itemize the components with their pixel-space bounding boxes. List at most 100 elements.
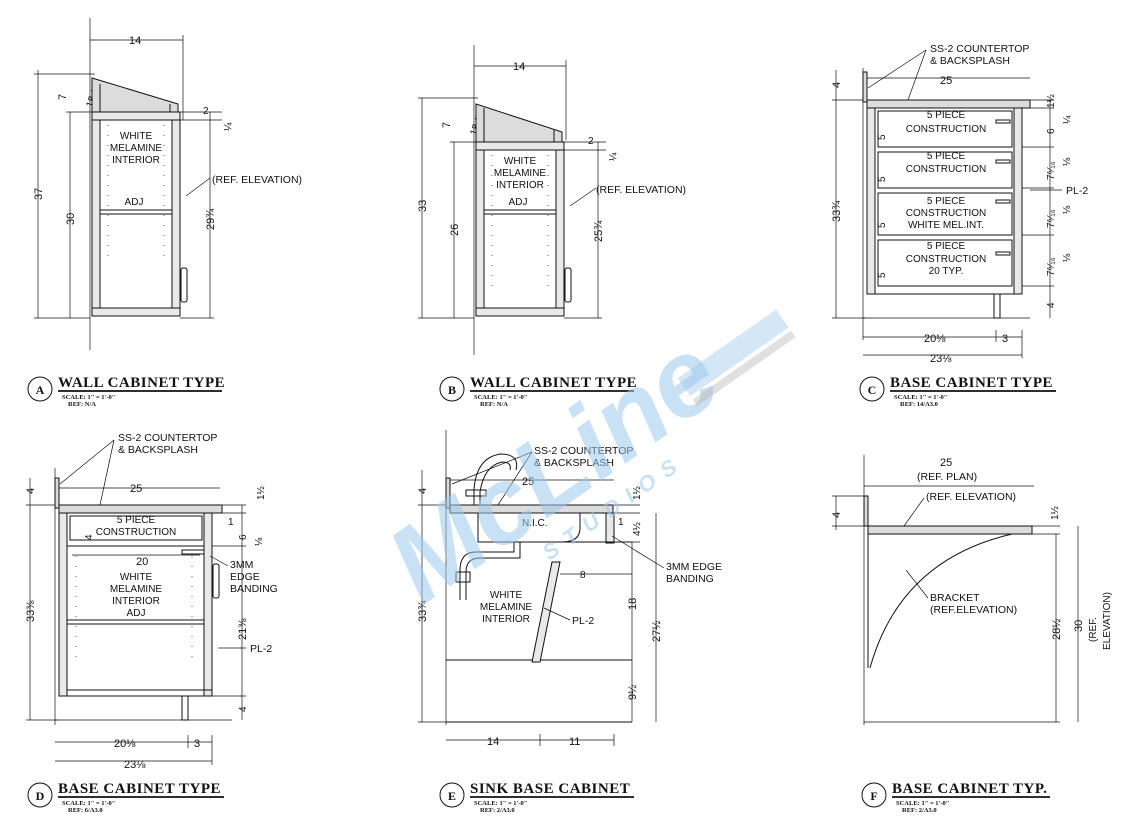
backsplash <box>54 477 60 509</box>
angled-panel <box>531 561 561 663</box>
dim-toe: 4 <box>1046 302 1057 308</box>
door-handle <box>212 563 220 599</box>
bracket-note-1: BRACKET <box>930 592 980 604</box>
title-f: F BASE CABINET TYP. SCALE: 1" = 1'-0" RE… <box>861 781 1050 814</box>
sloped-top <box>475 103 563 143</box>
detail-f: 25 (REF. PLAN) 4 (REF. ELEVATION) BRACKE… <box>831 455 1113 725</box>
right-panel <box>171 119 181 317</box>
title-text: BASE CABINET TYPE <box>58 781 221 797</box>
interior-line-1: WHITE <box>490 590 523 601</box>
dim-total-height: 33¾ <box>417 600 429 622</box>
dim-d6: 9½ <box>627 685 639 700</box>
dim-top: 25 <box>940 457 952 469</box>
dim-five-4: 5 <box>877 272 888 278</box>
drawer-1-line-1: 5 PIECE <box>927 110 966 121</box>
title-e: E SINK BASE CABINET SCALE: 1" = 1'-0" RE… <box>439 781 634 814</box>
interior-line-4: ADJ <box>127 608 146 619</box>
title-c: C BASE CABINET TYPE SCALE: 1" = 1'-0" RE… <box>859 375 1056 408</box>
dim-five-3: 5 <box>877 222 888 228</box>
title-b: B WALL CABINET TYPE SCALE: 1" = 1'-0" RE… <box>439 375 637 408</box>
interior-line-3: INTERIOR <box>482 614 530 625</box>
interior-line-1: WHITE <box>120 572 153 583</box>
dim-bottom-1: 20⅛ <box>924 333 946 345</box>
ref-text: REF: 6/A3.0 <box>68 807 103 814</box>
title-text: BASE CABINET TYPE <box>890 375 1053 391</box>
dim-five-1: 5 <box>877 134 888 140</box>
scale-text: SCALE: 1" = 1'-0" <box>62 394 115 401</box>
drawer-3-line-3: WHITE MEL.INT. <box>908 220 984 231</box>
dim-right-height: 25¾ <box>593 220 605 242</box>
nic-note: N.I.C. <box>522 518 548 529</box>
dim-total-height: 33¾ <box>831 200 843 222</box>
dim-inner: 20 <box>136 556 148 568</box>
dim-bottom-2: 3 <box>1002 333 1008 345</box>
right-panel <box>555 149 565 317</box>
ref-elevation-note: (REF. ELEVATION) <box>596 184 686 196</box>
dim-bottom-1: 20⅛ <box>114 738 136 750</box>
elev-v-2: ELEVATION) <box>1102 592 1113 650</box>
dim-splash: 4 <box>417 488 429 494</box>
dim-lower-height: 30 <box>65 213 77 225</box>
ctop-note-1: SS-2 COUNTERTOP <box>118 432 217 444</box>
drain-pipe <box>459 542 515 600</box>
ref-text: REF: N/A <box>480 401 508 408</box>
scale-text: SCALE: 1" = 1'-0" <box>894 394 947 401</box>
ref-elevation-note: (REF. ELEVATION) <box>212 174 302 186</box>
dim-lower-height: 26 <box>449 224 461 236</box>
detail-a: 14 37 30 7 18.6° WHITE MELAMINE INTERIOR… <box>33 18 302 350</box>
drawer-4-line-3: 20 TYP. <box>929 266 964 277</box>
dim-five-2: 5 <box>877 176 888 182</box>
toe-leg <box>993 293 1001 319</box>
interior-line-3: INTERIOR <box>112 155 160 166</box>
left-panel <box>91 119 101 317</box>
interior-line-3: INTERIOR <box>112 596 160 607</box>
dim-small-4: 4 <box>84 534 95 540</box>
top-drawer <box>69 515 203 541</box>
pl-note: PL-2 <box>572 615 594 627</box>
left-panel <box>58 512 68 697</box>
dim-d5: 27½ <box>651 621 663 642</box>
scale-text: SCALE: 1" = 1'-0" <box>896 800 949 807</box>
countertop <box>867 525 1033 535</box>
interior-line-2: MELAMINE <box>110 143 163 154</box>
bracket <box>868 533 1013 669</box>
dim-slope-height: 7 <box>57 94 69 100</box>
door-handle <box>564 267 572 303</box>
front-rail <box>605 512 615 544</box>
right-panel <box>1013 107 1023 295</box>
title-text: WALL CABINET TYPE <box>58 375 225 391</box>
tag-d: D <box>36 789 45 803</box>
interior-line-2: MELAMINE <box>480 602 533 613</box>
drawer-2-line-1: 5 PIECE <box>927 151 966 162</box>
detail-e: 25 4 33¾ N.I.C. WHITE MELAMINE INTERIOR … <box>417 430 722 748</box>
dim-d1: 1 <box>618 517 624 528</box>
dim-d1: 6 <box>1046 128 1057 134</box>
dim-top: 25 <box>130 483 142 495</box>
dim-ctop: 1½ <box>1050 505 1061 520</box>
dim-bottom-3: 23⅛ <box>124 759 146 771</box>
backsplash <box>445 477 451 509</box>
dim-d3: 7⁵⁄₁₆ <box>1046 209 1057 228</box>
left-panel <box>866 107 876 295</box>
dim-eighth-1: ⅛ <box>1062 157 1073 166</box>
countertop <box>449 504 614 514</box>
dim-eighth-2: ⅛ <box>1062 205 1073 214</box>
door-handle <box>180 267 188 303</box>
dim-bottom-2: 11 <box>569 736 580 748</box>
dim-d1: 1 <box>228 517 234 528</box>
drawer-line-1: 5 PIECE <box>117 515 156 526</box>
bracket-note-2: (REF.ELEVATION) <box>930 604 1017 616</box>
title-text: SINK BASE CABINET <box>470 781 630 797</box>
dim-eighth: ⅛ <box>254 537 265 546</box>
dim-top: 25 <box>522 476 534 488</box>
interior-line-2: MELAMINE <box>110 584 163 595</box>
top-panel <box>91 111 181 121</box>
dim-toe: 4 <box>238 706 249 712</box>
drawer-2-line-2: CONSTRUCTION <box>906 164 987 175</box>
dim-ctop: 1½ <box>256 485 267 500</box>
ref-text: REF: 14/A3.0 <box>900 401 938 408</box>
ctop-note-1: SS-2 COUNTERTOP <box>534 445 633 457</box>
pl-note: PL-2 <box>1066 185 1088 197</box>
interior-line-1: WHITE <box>120 131 153 142</box>
dim-total-height: 33 <box>417 200 429 212</box>
